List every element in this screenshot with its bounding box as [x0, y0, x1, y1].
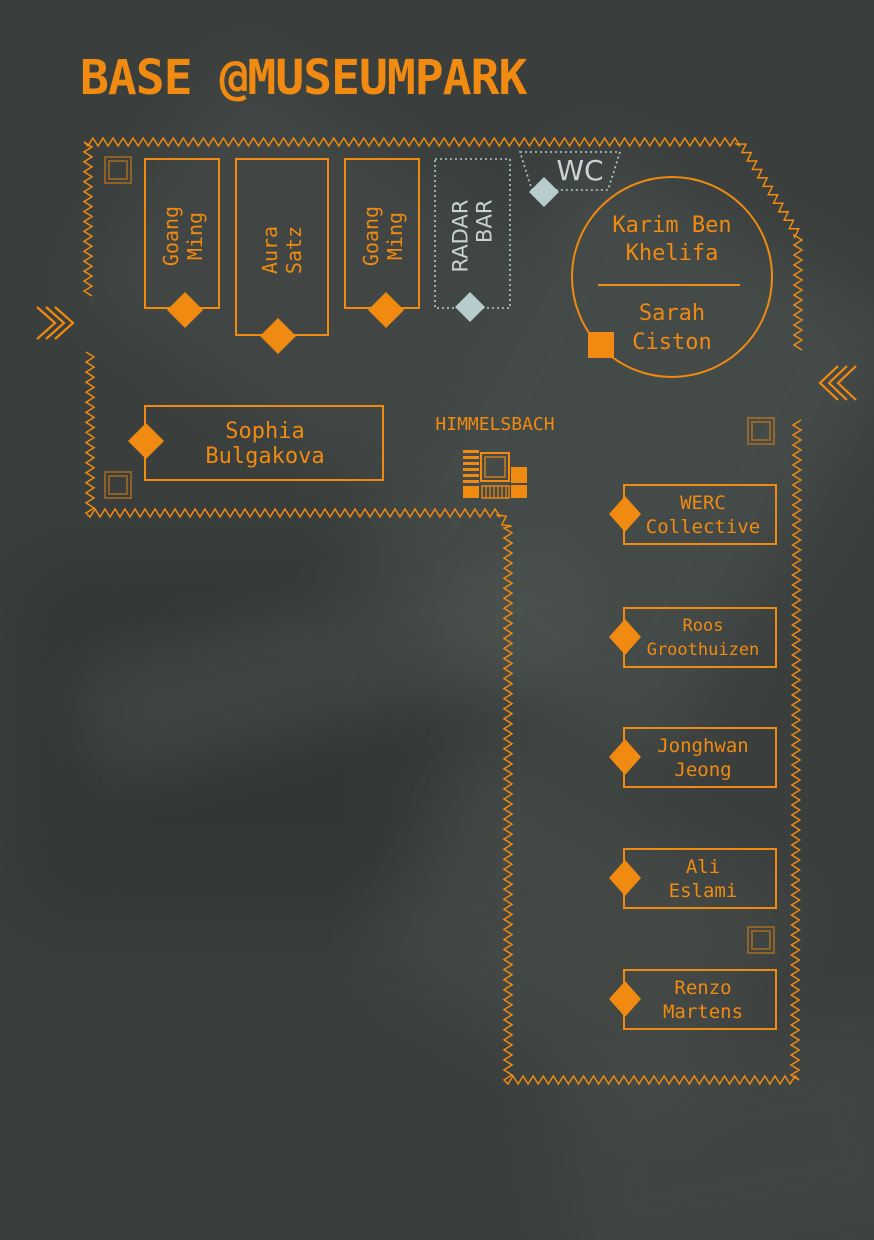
- wc-box: [518, 151, 622, 191]
- corner-square-icon: [104, 156, 775, 954]
- entrance-chevron-left-icon: [818, 365, 857, 401]
- square-marker-icon: [588, 332, 614, 358]
- himmelsbach-label: HIMMELSBACH: [435, 414, 555, 435]
- page-title: BASE @MUSEUMPARK: [80, 50, 527, 106]
- zigzag-boundary-line: [84, 351, 803, 1086]
- himmelsbach-icon: [463, 450, 527, 499]
- entrance-chevron-right-icon: [36, 306, 75, 340]
- wc-label: WC: [556, 154, 604, 187]
- zigzag-boundary-line: [82, 136, 804, 351]
- circle-stage: [571, 176, 773, 378]
- venue-boundary: [82, 136, 804, 1086]
- facility-diamond-icon: [455, 177, 559, 322]
- diamond-marker-icon: [128, 292, 641, 1017]
